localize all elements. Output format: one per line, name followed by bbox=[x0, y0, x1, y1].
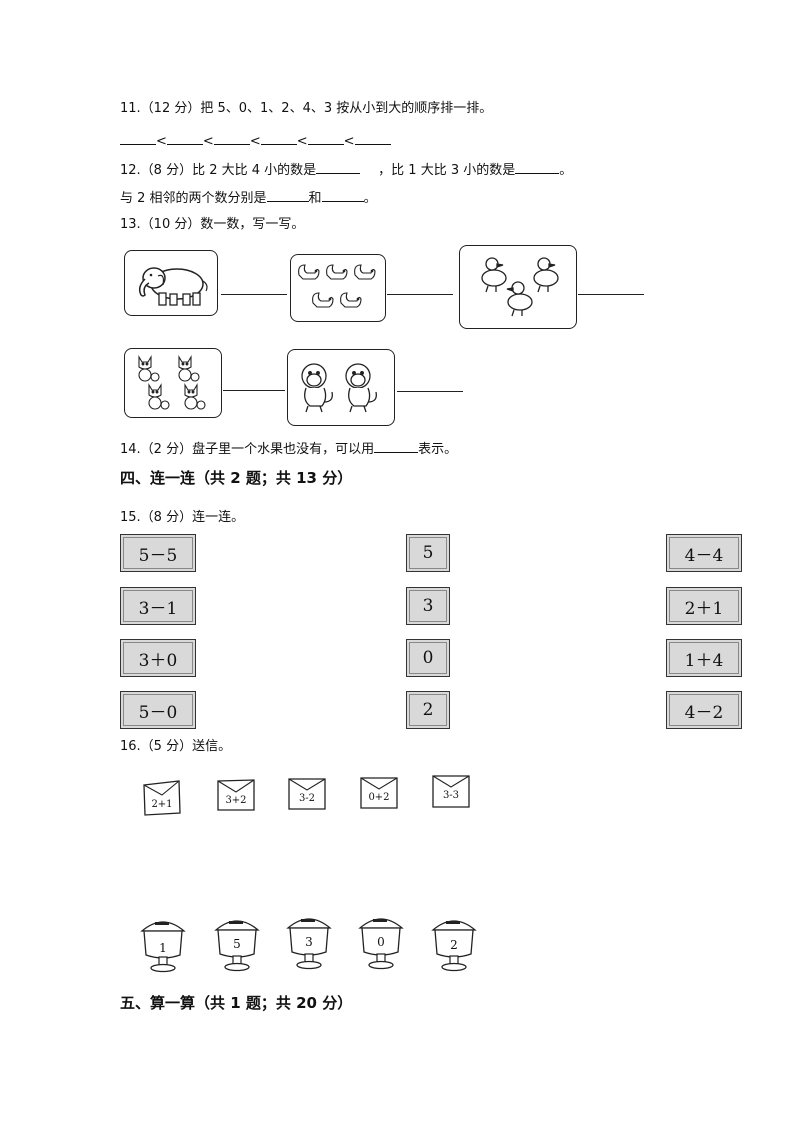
mailbox-icon bbox=[431, 920, 477, 972]
number-tile[interactable]: 5 bbox=[406, 534, 450, 572]
envelope[interactable]: 2+1 bbox=[142, 779, 182, 817]
answer-line[interactable] bbox=[221, 294, 287, 295]
number-tile[interactable]: 2 bbox=[406, 691, 450, 729]
q13-title: 13.（10 分）数一数，写一写。 bbox=[120, 217, 305, 232]
right-expression-tile[interactable]: 4－2 bbox=[666, 691, 742, 729]
answer-blank[interactable] bbox=[260, 131, 297, 145]
envelope[interactable]: 0+2 bbox=[359, 776, 399, 810]
envelope-icon bbox=[217, 779, 255, 811]
right-expression-tile[interactable]: 1＋4 bbox=[666, 639, 742, 677]
answer-blank[interactable] bbox=[120, 131, 156, 145]
q11-title: 11.（12 分）把 5、0、1、2、4、3 按从小到大的顺序排一排。 bbox=[120, 101, 493, 116]
mailbox[interactable]: 1 bbox=[139, 911, 187, 973]
answer-line[interactable] bbox=[578, 294, 644, 295]
q16-title: 16.（5 分）送信。 bbox=[120, 739, 232, 754]
squirrels-picture bbox=[290, 254, 386, 322]
answer-line[interactable] bbox=[387, 294, 453, 295]
monkeys-picture bbox=[287, 349, 395, 426]
answer-line[interactable] bbox=[223, 390, 285, 391]
envelope-icon bbox=[143, 780, 181, 816]
left-expression-tile[interactable]: 3＋0 bbox=[120, 639, 196, 677]
answer-blank[interactable] bbox=[354, 131, 391, 145]
answer-line[interactable] bbox=[397, 391, 463, 392]
elephant-picture bbox=[124, 250, 218, 316]
envelope[interactable]: 3-3 bbox=[431, 774, 471, 809]
answer-blank[interactable] bbox=[266, 188, 309, 202]
answer-blank[interactable] bbox=[515, 160, 560, 174]
envelope-icon bbox=[288, 778, 326, 810]
mailbox-icon bbox=[214, 920, 260, 972]
q14-line: 14.（2 分）盘子里一个水果也没有，可以用表示。 bbox=[120, 439, 457, 459]
q12-line2: 与 2 相邻的两个数分别是和。 bbox=[120, 188, 377, 208]
squirrel-icon bbox=[298, 264, 376, 308]
right-expression-tile[interactable]: 2＋1 bbox=[666, 587, 742, 625]
left-expression-tile[interactable]: 5－0 bbox=[120, 691, 196, 729]
cats-picture bbox=[124, 348, 222, 418]
q15-title: 15.（8 分）连一连。 bbox=[120, 510, 245, 525]
answer-blank[interactable] bbox=[166, 131, 203, 145]
mailbox[interactable]: 2 bbox=[430, 910, 478, 972]
envelope-icon bbox=[432, 775, 470, 808]
duck-icon bbox=[481, 257, 559, 317]
mailbox[interactable]: 3 bbox=[285, 908, 333, 970]
ducks-picture bbox=[459, 245, 577, 329]
q12-line1: 12.（8 分）比 2 大比 4 小的数是，比 1 大比 3 小的数是。 bbox=[120, 160, 572, 180]
elephant-icon bbox=[138, 267, 208, 306]
mailbox-icon bbox=[286, 918, 332, 970]
monkey-icon bbox=[301, 363, 377, 413]
number-tile[interactable]: 0 bbox=[406, 639, 450, 677]
mailbox-icon bbox=[358, 918, 404, 970]
envelope[interactable]: 3-2 bbox=[287, 777, 327, 811]
answer-blank[interactable] bbox=[307, 131, 344, 145]
answer-blank[interactable] bbox=[316, 160, 361, 174]
left-expression-tile[interactable]: 5－5 bbox=[120, 534, 196, 572]
mailbox[interactable]: 5 bbox=[213, 910, 261, 972]
answer-blank[interactable] bbox=[321, 188, 364, 202]
answer-blank[interactable] bbox=[213, 131, 250, 145]
left-expression-tile[interactable]: 3－1 bbox=[120, 587, 196, 625]
answer-blank[interactable] bbox=[374, 439, 419, 453]
section-4-heading: 四、连一连（共 2 题；共 13 分） bbox=[120, 469, 353, 487]
number-tile[interactable]: 3 bbox=[406, 587, 450, 625]
envelope-icon bbox=[360, 777, 398, 809]
mailbox-icon bbox=[140, 921, 186, 973]
q11-answer-row: <<<<< bbox=[120, 131, 391, 151]
section-5-heading: 五、算一算（共 1 题；共 20 分） bbox=[120, 994, 353, 1012]
right-expression-tile[interactable]: 4－4 bbox=[666, 534, 742, 572]
mailbox[interactable]: 0 bbox=[357, 908, 405, 970]
envelope[interactable]: 3+2 bbox=[216, 778, 256, 812]
cat-icon bbox=[138, 355, 206, 410]
